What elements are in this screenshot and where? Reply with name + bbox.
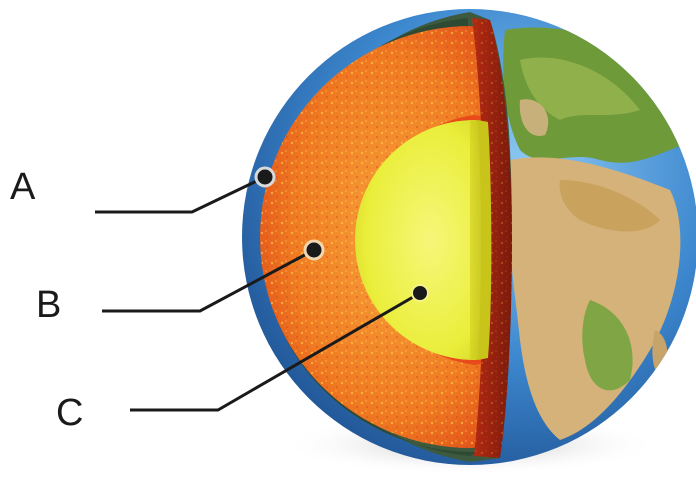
continents [503, 27, 696, 440]
inner-core-layer [355, 120, 493, 360]
leader-line-a [95, 175, 266, 214]
marker-dot-b [303, 239, 325, 261]
label-b: B [36, 284, 62, 326]
label-c: C [56, 392, 84, 434]
marker-dot-c [411, 284, 429, 302]
label-a: A [10, 166, 36, 208]
core-face-strip [478, 120, 492, 360]
leader-line-c [130, 291, 421, 412]
leader-line-b [102, 248, 315, 313]
marker-dot-a [254, 166, 276, 188]
